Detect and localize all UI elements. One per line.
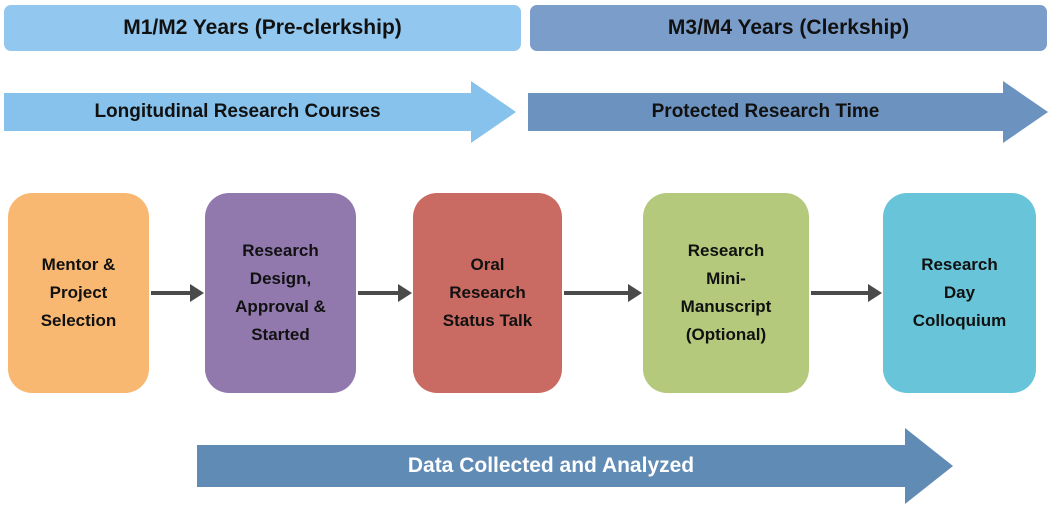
right-arrowhead-icon xyxy=(628,284,642,302)
bottom-arrow-body: Data Collected and Analyzed xyxy=(197,445,905,487)
timeline-arrow-label-longitudinal: Longitudinal Research Courses xyxy=(94,101,381,122)
connector-arrow-4 xyxy=(811,284,882,302)
step-box-mentor-project-selection: Mentor & Project Selection xyxy=(8,193,149,393)
bottom-arrow-data-collected: Data Collected and Analyzed xyxy=(197,428,953,504)
step-label: Mentor & Project Selection xyxy=(40,254,117,331)
bottom-arrow-label: Data Collected and Analyzed xyxy=(407,454,695,477)
header-bar-preclerkship: M1/M2 Years (Pre-clerkship) xyxy=(4,5,521,51)
step-box-research-mini-manuscript: Research Mini- Manuscript (Optional) xyxy=(643,193,809,393)
step-box-oral-research-status-talk: Oral Research Status Talk xyxy=(413,193,562,393)
connector-line xyxy=(564,291,628,295)
timeline-arrow-protected-time: Protected Research Time xyxy=(528,81,1048,143)
header-label-clerkship: M3/M4 Years (Clerkship) xyxy=(667,16,910,39)
timeline-arrow-longitudinal-courses: Longitudinal Research Courses xyxy=(4,81,516,143)
timeline-arrow-body: Protected Research Time xyxy=(528,93,1003,131)
right-arrowhead-icon xyxy=(868,284,882,302)
timeline-arrow-body: Longitudinal Research Courses xyxy=(4,93,471,131)
connector-line xyxy=(811,291,868,295)
connector-line xyxy=(151,291,190,295)
right-arrowhead-icon xyxy=(471,81,516,143)
right-arrowhead-icon xyxy=(1003,81,1048,143)
step-label: Research Day Colloquium xyxy=(912,254,1007,331)
connector-arrow-2 xyxy=(358,284,412,302)
right-arrowhead-icon xyxy=(190,284,204,302)
header-label-preclerkship: M1/M2 Years (Pre-clerkship) xyxy=(123,16,402,39)
step-box-research-day-colloquium: Research Day Colloquium xyxy=(883,193,1036,393)
step-label: Research Design, Approval & Started xyxy=(235,240,326,345)
step-label: Research Mini- Manuscript (Optional) xyxy=(680,240,772,345)
connector-line xyxy=(358,291,398,295)
header-bar-clerkship: M3/M4 Years (Clerkship) xyxy=(530,5,1047,51)
connector-arrow-3 xyxy=(564,284,642,302)
step-box-research-design-approval-started: Research Design, Approval & Started xyxy=(205,193,356,393)
connector-arrow-1 xyxy=(151,284,204,302)
right-arrowhead-icon xyxy=(398,284,412,302)
timeline-arrow-label-protected: Protected Research Time xyxy=(651,101,880,122)
right-arrowhead-icon xyxy=(905,428,953,504)
step-label: Oral Research Status Talk xyxy=(442,254,533,331)
